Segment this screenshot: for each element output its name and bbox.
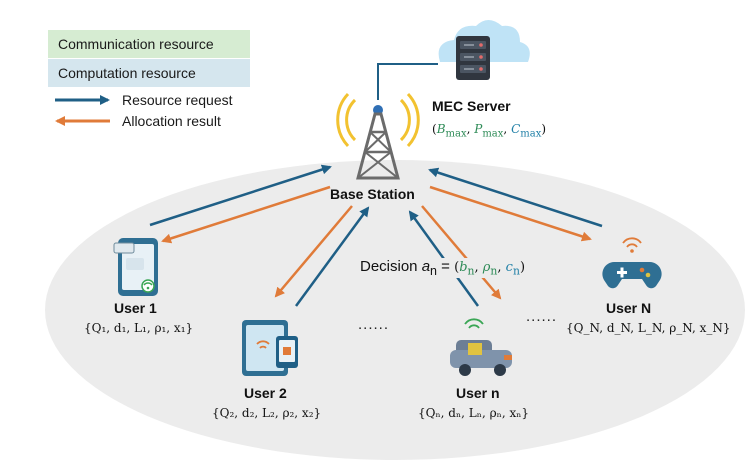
allocation-arrow-usern (421, 205, 502, 300)
decision-label: Decision an = (bn, ρn, cn) (356, 258, 530, 278)
user-2-tuple: {Q₂, d₂, L₂, ρ₂, x₂} (212, 406, 322, 420)
user-n-label: User n (456, 385, 500, 401)
decision-a-sub: n (430, 264, 437, 278)
phone-icon (113, 238, 158, 296)
legend-computation-resource: Computation resource (48, 59, 250, 87)
decision-c-sub: n (512, 264, 520, 278)
user-1-tuple: {Q₁, d₁, L₁, ρ₁, x₁} (84, 321, 194, 335)
car-icon (450, 318, 512, 376)
tuple-open: ( (432, 122, 437, 136)
tuple-sep: , (466, 122, 475, 136)
bandwidth-sub: max (445, 128, 467, 140)
tablet-icon (242, 320, 298, 376)
coverage-ellipse (45, 160, 745, 460)
user-n-tuple: {Qₙ, dₙ, Lₙ, ρₙ, xₙ} (418, 406, 530, 420)
mec-server-tuple: (Bmax, Pmax, Cmax) (432, 122, 546, 139)
base-station-label: Base Station (330, 186, 415, 202)
mec-server-icon (438, 20, 530, 80)
compute-sub: max (520, 128, 542, 140)
gamepad-icon (602, 237, 662, 289)
request-arrow-userN (428, 167, 603, 228)
ellipsis-middle: ...... (358, 316, 390, 333)
legend-communication-resource: Communication resource (48, 30, 250, 58)
tuple-sep: , (503, 122, 512, 136)
decision-rho-sub: n (490, 264, 498, 278)
decision-close: ) (519, 260, 526, 275)
power-sub: max (482, 128, 504, 140)
legend-allocation-label: Allocation result (122, 113, 221, 129)
user-2-label: User 2 (244, 385, 287, 401)
decision-text: Decision (360, 258, 422, 275)
user-N-tuple: {Q_N, d_N, L_N, ρ_N, x_N} (566, 321, 731, 335)
tuple-close: ) (541, 122, 547, 136)
decision-eq: = (437, 258, 455, 275)
decision-c: c (505, 260, 513, 275)
backhaul-link (377, 63, 438, 100)
decision-open: ( (454, 260, 460, 275)
decision-b: b (459, 260, 468, 275)
decision-a: a (421, 258, 431, 275)
decision-b-sub: n (467, 264, 475, 278)
user-N-label: User N (606, 300, 652, 316)
allocation-arrow-userN (429, 185, 592, 242)
decision-rho: ρ (482, 260, 491, 275)
base-station-tower-icon (336, 92, 420, 180)
ellipsis-right: ...... (526, 308, 558, 325)
legend-request-label: Resource request (122, 92, 233, 108)
power-symbol: P (474, 122, 483, 136)
request-arrow-user2 (294, 206, 370, 307)
allocation-arrow-user1 (161, 185, 331, 244)
user-1-label: User 1 (114, 300, 157, 316)
compute-symbol: C (511, 122, 521, 136)
request-arrow-user1 (149, 164, 332, 227)
mec-server-label: MEC Server (432, 98, 511, 114)
bandwidth-symbol: B (436, 122, 446, 136)
allocation-arrow-user2 (274, 205, 353, 298)
